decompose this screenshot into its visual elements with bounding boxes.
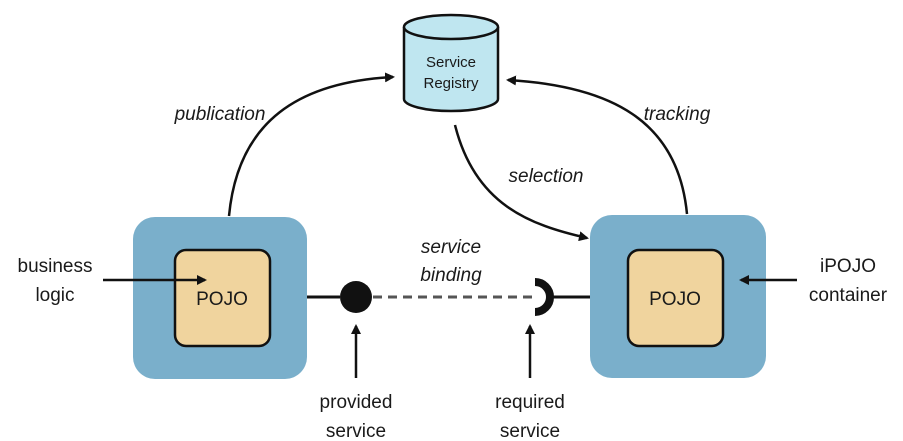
publication-label: publication [174, 104, 266, 125]
right-component: POJO [590, 215, 766, 378]
provided-service-label-line2: service [326, 421, 386, 441]
required-service-label-line1: required [495, 392, 565, 413]
selection-label: selection [509, 166, 584, 187]
provided-service-label-line1: provided [320, 392, 393, 413]
registry-label-line2: Registry [423, 75, 479, 92]
service-binding-label-line1: service [421, 237, 481, 258]
service-registry: Service Registry [402, 13, 500, 113]
left-pojo-box [173, 248, 272, 348]
left-pojo-label: POJO [196, 289, 248, 310]
registry-label-line1: Service [426, 54, 476, 71]
ipojo-container-label-line1: iPOJO [820, 256, 876, 277]
required-service-icon [534, 278, 554, 316]
right-pojo-box [626, 248, 725, 348]
tracking-arrow [506, 75, 689, 215]
right-pojo-label: POJO [649, 289, 701, 310]
business-logic-label-line2: logic [35, 285, 74, 306]
left-component: POJO [133, 217, 307, 379]
ipojo-container-label-line2: container [809, 285, 888, 306]
required-service-label-line2: service [500, 421, 560, 441]
tracking-label: tracking [644, 104, 711, 125]
business-logic-label-line1: business [18, 256, 93, 277]
provided-service-icon [340, 281, 372, 313]
registry-body [402, 27, 500, 113]
selection-arrow [453, 124, 589, 242]
registry-top [402, 13, 500, 41]
publication-arrow [227, 72, 395, 217]
service-binding-label-line2: binding [420, 265, 482, 286]
